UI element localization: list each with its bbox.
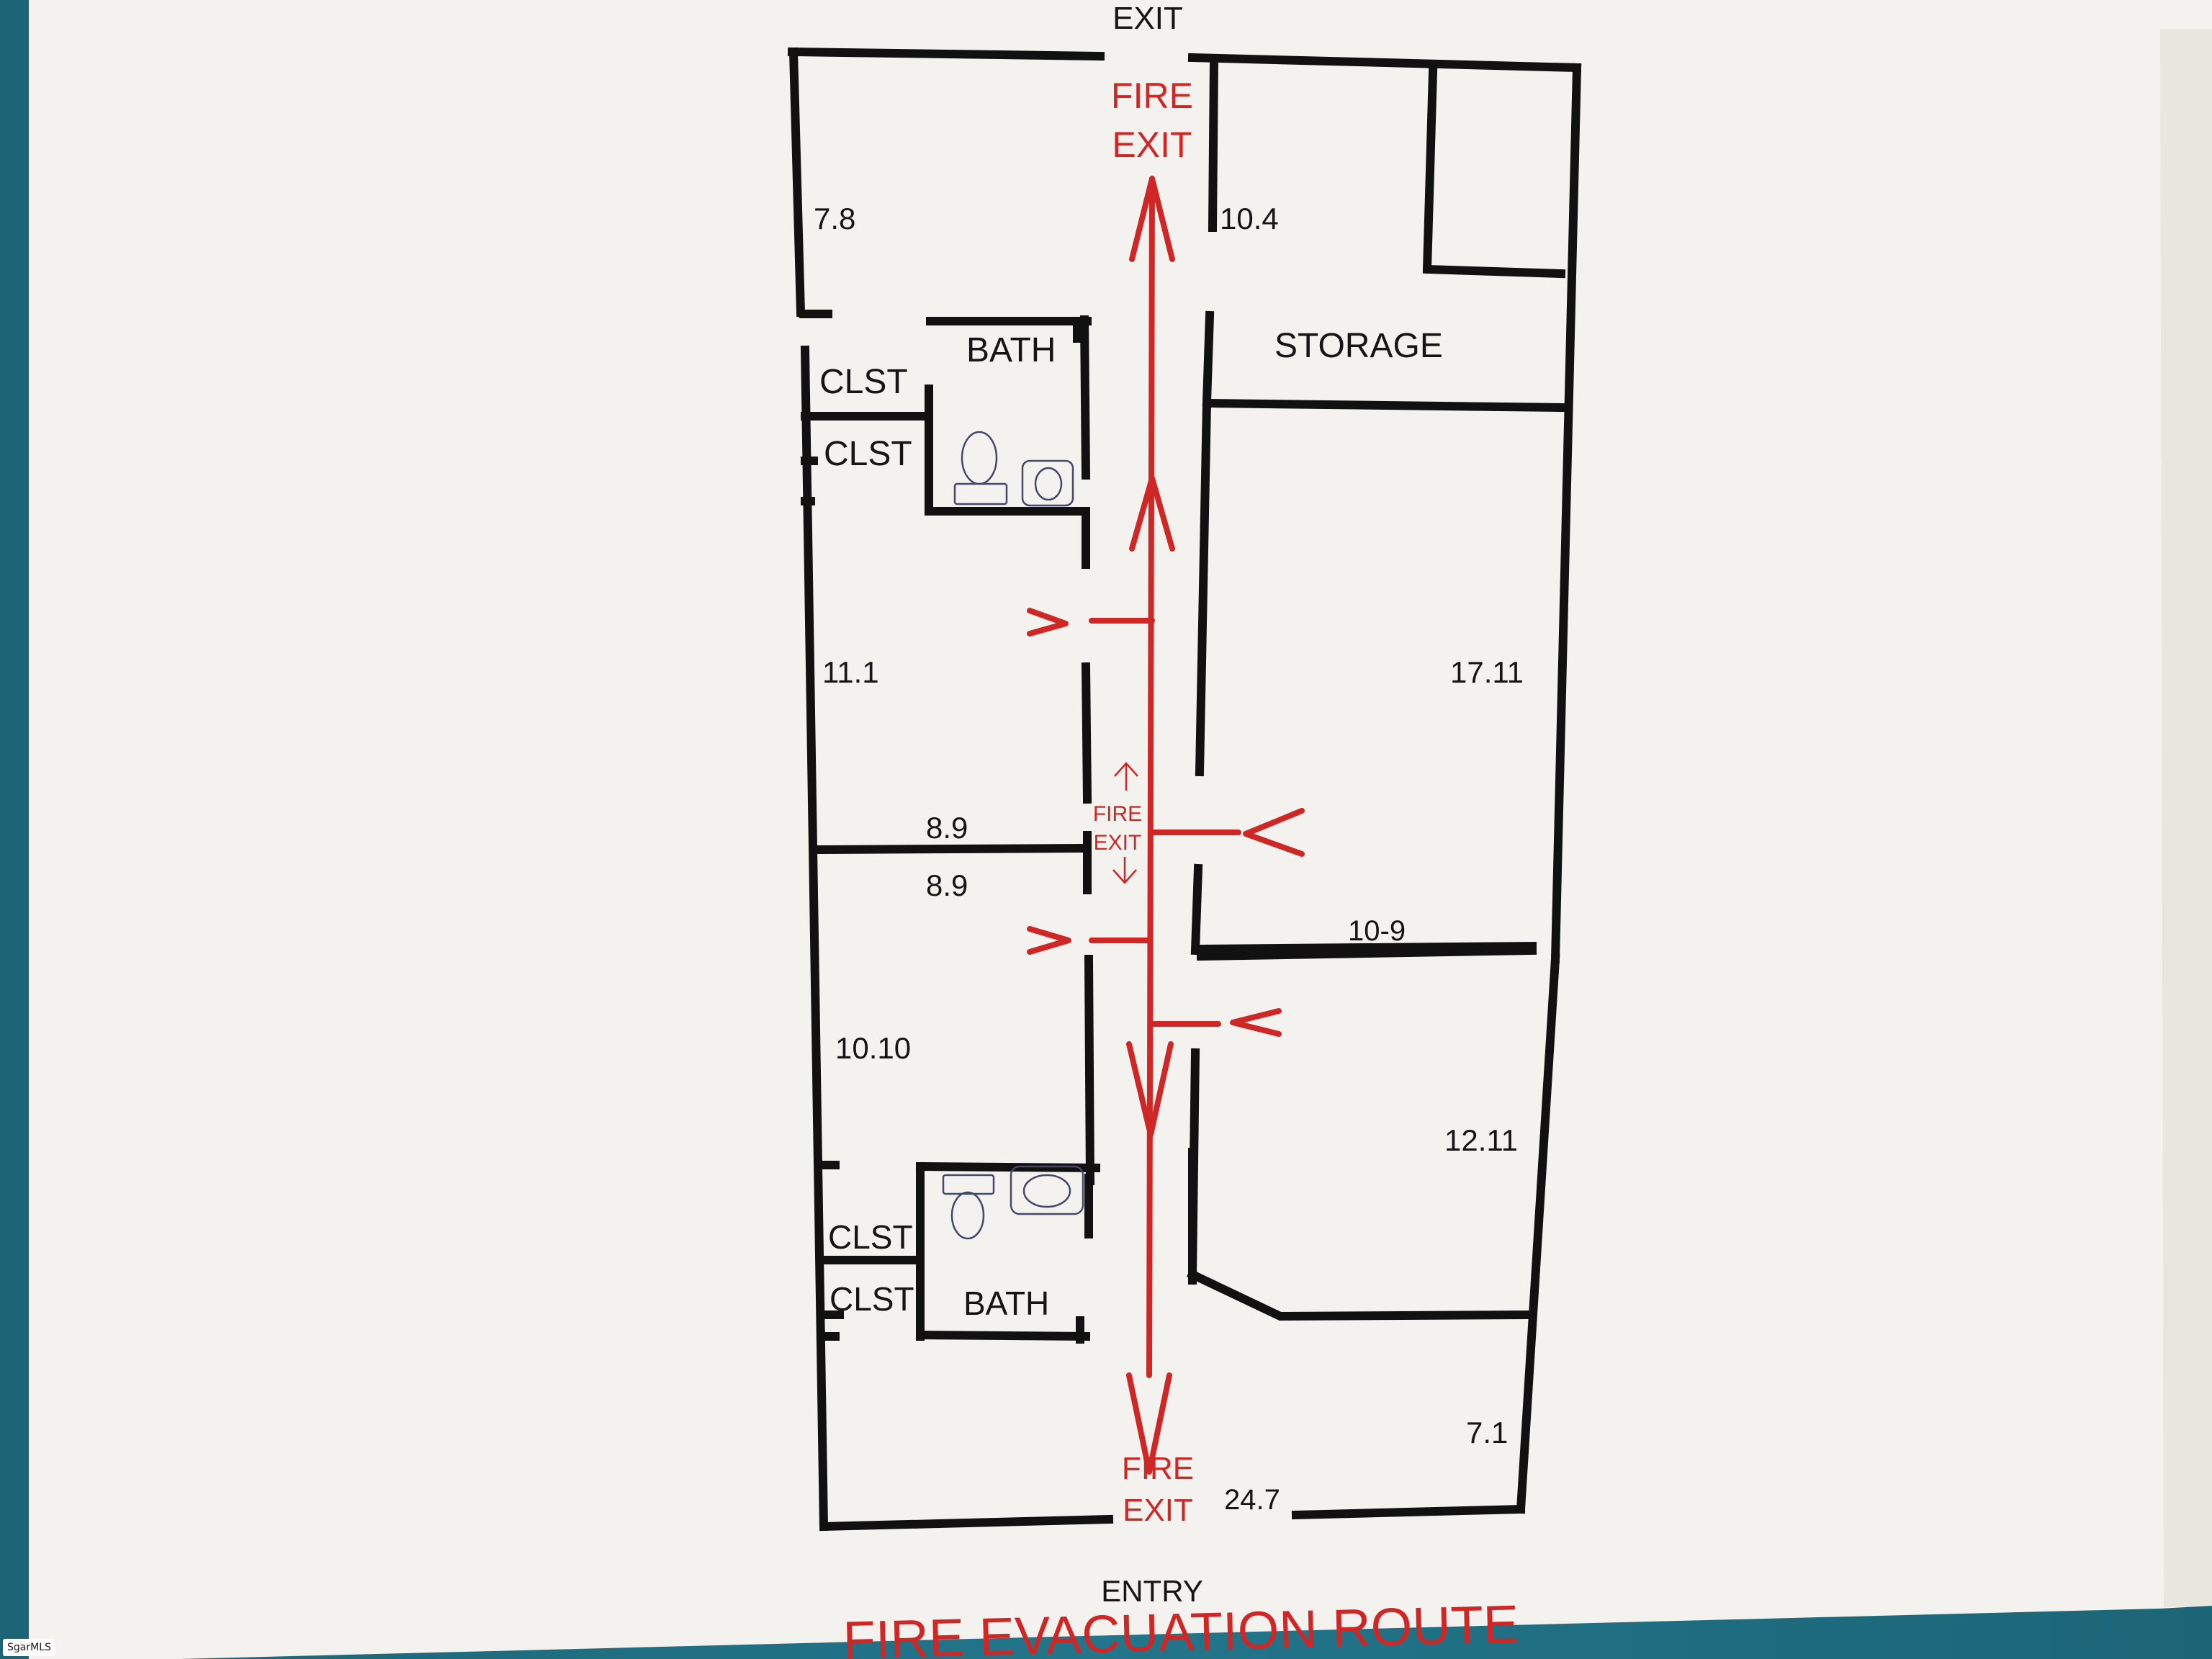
middle-exit-arrows [1112, 762, 1138, 884]
entry-label: ENTRY [1101, 1574, 1203, 1608]
room-label-storage: STORAGE [1274, 327, 1443, 365]
room-label-8-9-upper: 8.9 [926, 811, 968, 845]
fire-exit-top-line2: EXIT [1112, 125, 1192, 165]
arrow-down-icon [1126, 1041, 1174, 1138]
room-label-bath-upper: BATH [966, 331, 1056, 369]
fire-exit-middle-line1: FIRE [1093, 802, 1142, 826]
arrow-down-icon [1126, 1372, 1172, 1475]
room-label-clst-1: CLST [819, 363, 908, 401]
room-label-12-11: 12.11 [1444, 1123, 1518, 1157]
room-label-8-9-lower: 8.9 [926, 868, 968, 902]
chevron-left-icon [1230, 1008, 1282, 1037]
chevron-left-icon [1243, 808, 1305, 857]
sign-shadow [2160, 29, 2212, 1607]
room-label-24-7: 24.7 [1224, 1484, 1280, 1516]
room-label-clst-3: CLST [828, 1218, 913, 1256]
fire-exit-bottom-line2: EXIT [1123, 1493, 1193, 1528]
room-label-10-9: 10-9 [1348, 915, 1406, 947]
fire-exit-top-line1: FIRE [1111, 76, 1193, 116]
bath-upper-fixtures [953, 431, 1074, 507]
evacuation-route [1027, 176, 1305, 1475]
room-label-10-4: 10.4 [1220, 202, 1279, 235]
room-label-7-8: 7.8 [814, 202, 855, 235]
room-label-bath-lower: BATH [963, 1285, 1049, 1322]
chevron-right-icon [1027, 926, 1071, 955]
floor-plan [787, 47, 1582, 1532]
room-label-clst-2: CLST [824, 435, 912, 473]
sink-icon [1021, 459, 1074, 507]
watermark: SgarMLS [3, 1639, 55, 1656]
room-label-17-11: 17.11 [1450, 655, 1524, 689]
toilet-icon [950, 1191, 985, 1240]
arrow-up-icon [1129, 475, 1175, 552]
chevron-right-icon [1027, 608, 1069, 637]
arrow-up-icon [1129, 176, 1175, 262]
room-label-10-10: 10.10 [835, 1031, 911, 1065]
room-label-7-1: 7.1 [1466, 1416, 1508, 1449]
fire-exit-middle-line2: EXIT [1094, 831, 1142, 855]
sink-icon [1010, 1165, 1084, 1215]
fire-exit-bottom-line1: FIRE [1122, 1451, 1194, 1486]
top-exit-label: EXIT [1112, 1, 1183, 36]
room-label-11-1: 11.1 [822, 655, 879, 689]
sign-board [29, 0, 2212, 1659]
bath-lower-fixtures [942, 1165, 1084, 1240]
room-label-clst-4: CLST [830, 1280, 914, 1318]
